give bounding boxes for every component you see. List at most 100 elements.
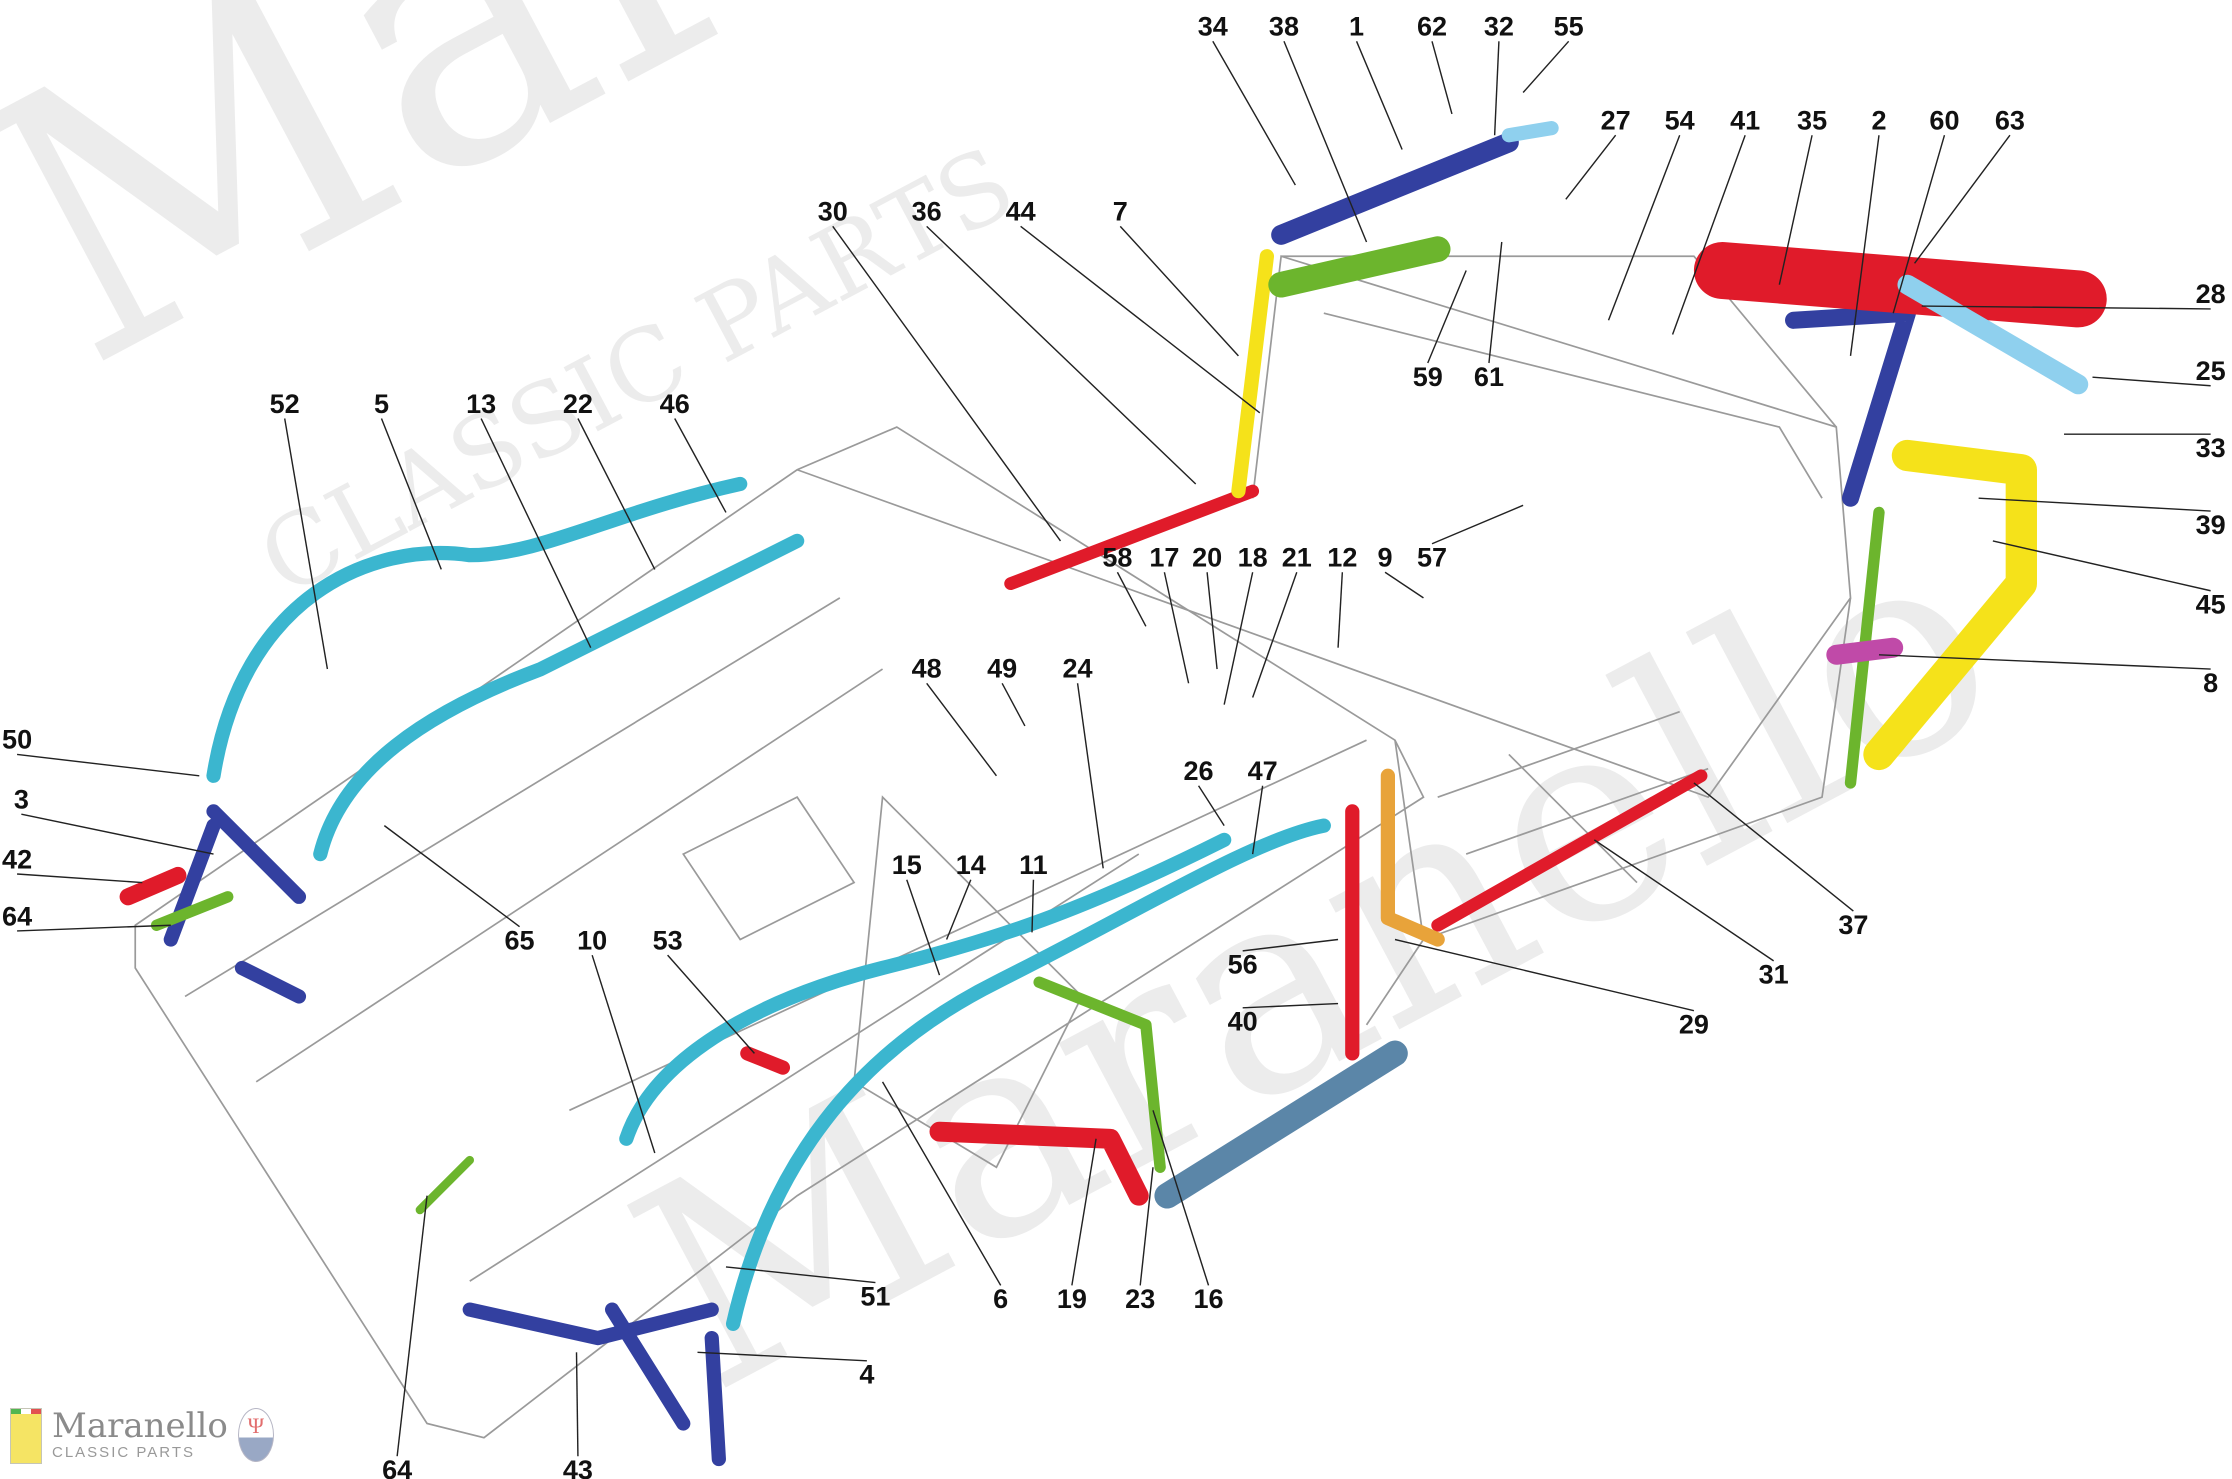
callout-44: 44 <box>1006 197 1261 414</box>
part-blue-4 <box>163 804 726 1467</box>
callout-label: 41 <box>1730 106 1760 136</box>
part-green-19 <box>150 891 234 931</box>
part-cyan-0 <box>206 476 748 783</box>
callout-57: 57 <box>1417 504 1524 573</box>
callout-56: 56 <box>1228 938 1339 980</box>
leader-line <box>1892 135 1946 314</box>
callout-36: 36 <box>912 197 1197 485</box>
leader-line <box>1878 654 2211 670</box>
leader-line <box>1119 225 1239 357</box>
leader-line <box>1020 225 1261 414</box>
callout-12: 12 <box>1327 543 1357 648</box>
callout-5: 5 <box>374 389 442 570</box>
leader-line <box>283 418 329 670</box>
callout-label: 64 <box>2 901 32 931</box>
callout-13: 13 <box>466 389 592 648</box>
callout-2: 2 <box>1849 106 1887 356</box>
callout-label: 45 <box>2196 590 2226 620</box>
leader-line <box>725 1266 876 1284</box>
callout-6: 6 <box>881 1081 1008 1314</box>
callout-47: 47 <box>1248 756 1278 855</box>
leader-line <box>1565 134 1617 200</box>
callout-38: 38 <box>1269 12 1368 243</box>
callout-label: 1 <box>1349 12 1364 42</box>
callout-64: 64 <box>382 1195 428 1479</box>
callout-label: 37 <box>1838 910 1868 940</box>
callout-7: 7 <box>1113 197 1239 357</box>
part-yellow-15 <box>1863 439 2037 771</box>
leader-line <box>1242 1002 1339 1009</box>
callout-label: 62 <box>1417 12 1447 42</box>
callout-label: 47 <box>1248 756 1278 786</box>
callout-60: 60 <box>1892 106 1959 314</box>
leader-line <box>383 825 520 928</box>
leader-line <box>2092 376 2211 387</box>
callout-50: 50 <box>2 725 200 777</box>
part-cyan-1 <box>313 533 805 862</box>
colored-parts <box>119 121 2107 1467</box>
leader-line <box>380 418 442 570</box>
callout-24: 24 <box>1063 654 1104 869</box>
callout-20: 20 <box>1192 543 1222 670</box>
callout-27: 27 <box>1565 106 1631 200</box>
leader-line <box>575 1352 579 1457</box>
callout-53: 53 <box>653 925 755 1054</box>
callout-label: 48 <box>912 654 942 684</box>
callout-10: 10 <box>577 925 656 1154</box>
callout-label: 42 <box>2 844 32 874</box>
leader-line <box>1031 879 1035 933</box>
leader-line <box>1431 504 1524 545</box>
callout-label: 38 <box>1269 12 1299 42</box>
maserati-trident-icon: Ψ <box>237 1408 274 1462</box>
callout-label: 2 <box>1871 106 1886 136</box>
leader-line <box>1427 270 1467 364</box>
leader-line <box>1152 1110 1210 1286</box>
callout-64: 64 <box>2 901 171 932</box>
callout-25: 25 <box>2092 356 2226 387</box>
part-green-16 <box>1268 236 1451 298</box>
callout-label: 22 <box>563 389 593 419</box>
leader-line <box>1197 785 1225 827</box>
part-red-12 <box>740 1046 791 1075</box>
callout-label: 17 <box>1149 543 1179 573</box>
callout-55: 55 <box>1522 12 1584 94</box>
callout-label: 55 <box>1554 12 1584 42</box>
callout-label: 49 <box>987 654 1017 684</box>
callout-63: 63 <box>1913 106 2025 264</box>
callout-46: 46 <box>660 389 727 513</box>
callout-label: 53 <box>653 925 683 955</box>
callout-30: 30 <box>818 197 1062 542</box>
callout-label: 5 <box>374 389 389 419</box>
callout-label: 40 <box>1228 1007 1258 1037</box>
leader-line <box>1001 682 1026 727</box>
leader-line <box>17 873 143 884</box>
callout-32: 32 <box>1484 12 1514 136</box>
callout-65: 65 <box>383 825 535 955</box>
callout-label: 9 <box>1378 543 1393 573</box>
part-lightblue-22 <box>1501 121 1559 143</box>
leader-line <box>1251 572 1298 698</box>
part-lightblue-21 <box>1897 274 2089 395</box>
leader-line <box>480 418 592 648</box>
callout-40: 40 <box>1228 1002 1339 1037</box>
leader-line <box>1212 40 1296 186</box>
leader-line <box>1384 571 1424 599</box>
callout-19: 19 <box>1057 1138 1097 1314</box>
leader-line <box>396 1195 428 1457</box>
leader-line <box>881 1081 1002 1286</box>
callout-34: 34 <box>1198 12 1296 186</box>
part-cyan-3 <box>619 832 1232 1146</box>
leader-line <box>1921 305 2211 310</box>
callout-label: 3 <box>14 785 29 815</box>
ferrari-shield-icon <box>10 1408 42 1464</box>
callout-label: 4 <box>859 1360 874 1390</box>
callout-label: 43 <box>563 1455 593 1479</box>
part-cyan-2 <box>725 818 1331 1331</box>
callout-label: 33 <box>2196 433 2226 463</box>
callout-4: 4 <box>697 1351 874 1390</box>
callout-label: 21 <box>1282 543 1312 573</box>
callout-26: 26 <box>1184 756 1225 827</box>
callout-label: 8 <box>2203 668 2218 698</box>
callout-41: 41 <box>1671 106 1760 335</box>
